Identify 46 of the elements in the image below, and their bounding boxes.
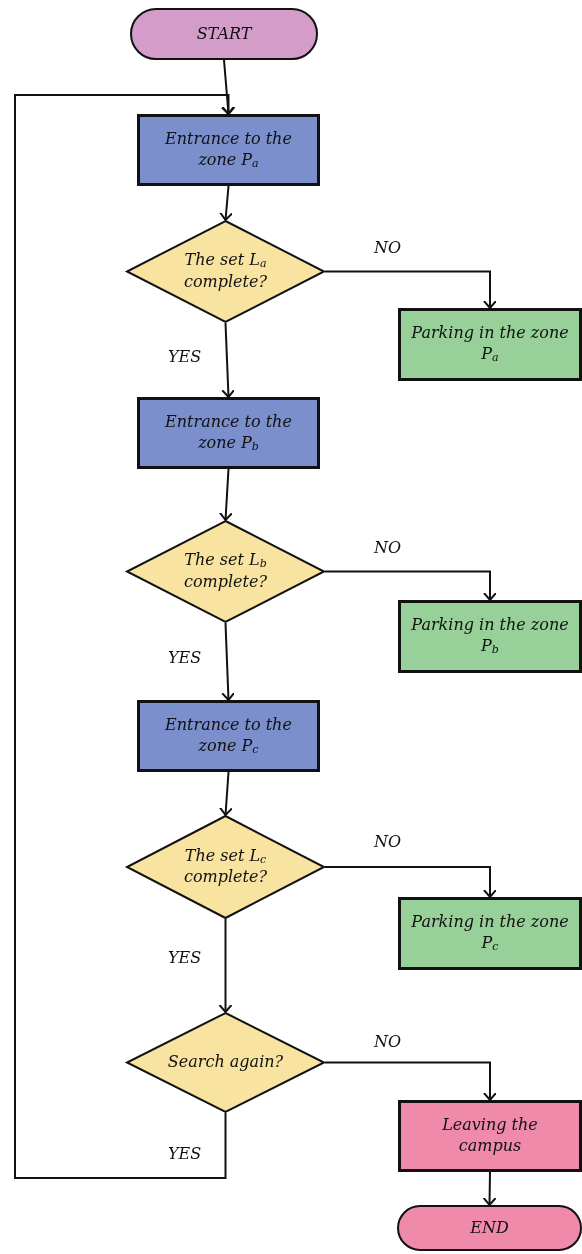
decision-text: Search again? <box>167 1052 284 1073</box>
decision-diamond <box>126 815 325 919</box>
arrow <box>221 622 236 701</box>
edge-label: YES <box>168 347 202 366</box>
edge-label: NO <box>374 832 402 851</box>
arrow <box>324 1061 497 1101</box>
arrow <box>482 1171 497 1206</box>
arrow <box>219 185 234 221</box>
arrow <box>324 270 497 309</box>
start-terminal <box>130 8 318 60</box>
process-text: Parking in the zone P$_{c}$ <box>410 912 570 955</box>
edge-label: NO <box>374 1032 402 1051</box>
process-box <box>137 397 320 469</box>
arrow <box>219 771 233 816</box>
decision-diamond <box>126 1012 325 1113</box>
process-box <box>398 1100 582 1172</box>
decision-text: The set L$_{a}$ complete? <box>182 250 269 293</box>
decision-text: The set L$_{c}$ complete? <box>182 845 269 889</box>
arrow <box>221 322 236 398</box>
process-box <box>398 897 582 970</box>
edge-label: YES <box>168 1144 202 1163</box>
end-terminal <box>397 1205 582 1251</box>
terminal-text: START <box>196 23 252 45</box>
process-box <box>137 114 320 186</box>
terminal-text: END <box>470 1217 509 1239</box>
decision-text: The set L$_{b}$ complete? <box>182 550 269 593</box>
arrow <box>324 866 497 898</box>
process-text: Parking in the zone P$_{b}$ <box>410 615 570 658</box>
process-text: Entrance to the zone P$_{b}$ <box>164 411 293 455</box>
edge-label: YES <box>168 948 202 967</box>
arrow <box>218 918 233 1013</box>
arrow <box>324 570 497 601</box>
arrow <box>218 468 233 521</box>
process-text: Leaving the campus <box>441 1115 539 1157</box>
process-box <box>137 700 320 772</box>
arrow <box>14 94 236 1179</box>
process-text: Entrance to the zone P$_{a}$ <box>164 128 293 172</box>
decision-diamond <box>126 220 325 323</box>
edge-label: NO <box>374 238 402 257</box>
process-box <box>398 600 582 673</box>
edge-label: NO <box>374 538 402 557</box>
process-text: Entrance to the zone P$_{c}$ <box>164 714 293 758</box>
process-box <box>398 308 582 381</box>
edge-label: YES <box>168 648 202 667</box>
process-text: Parking in the zone P$_{a}$ <box>410 323 570 366</box>
decision-diamond <box>126 520 325 623</box>
